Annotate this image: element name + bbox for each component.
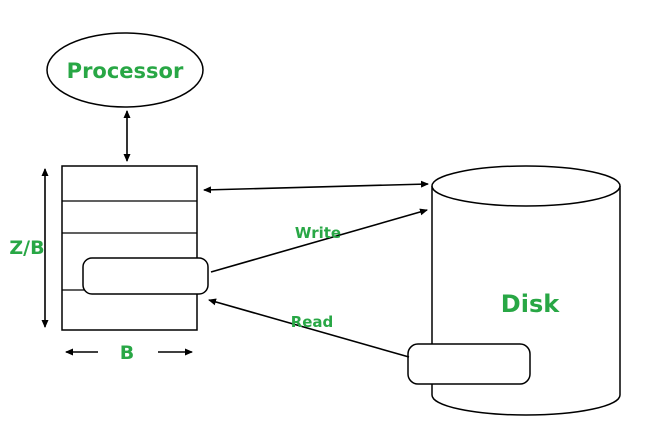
disk-label: Disk <box>501 290 560 318</box>
read-arrow <box>208 298 410 358</box>
write-arrow <box>210 208 428 273</box>
cache-size-label: Z/B <box>9 237 44 259</box>
read-label: Read <box>291 313 334 331</box>
memory-rect <box>61 165 198 331</box>
memory-disk-arrow <box>203 180 429 194</box>
disk-cylinder-top <box>431 165 621 207</box>
block-size-label: B <box>120 342 134 364</box>
processor-label: Processor <box>67 59 184 83</box>
memory-block <box>82 257 209 295</box>
write-label: Write <box>295 224 341 242</box>
processor-ellipse <box>46 32 204 108</box>
disk-block <box>407 343 531 385</box>
